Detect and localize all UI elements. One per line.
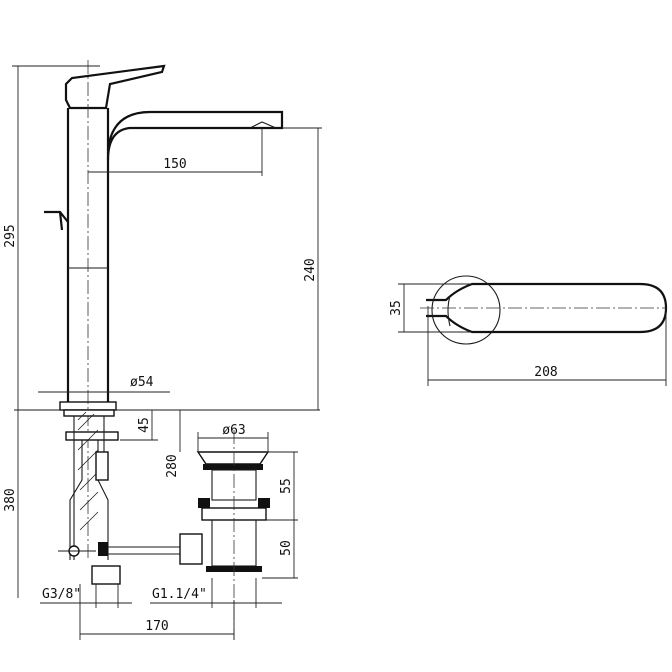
plan-body-circle: [431, 275, 501, 345]
fixing-washer-top: [63, 409, 115, 417]
plan-body-inner: [447, 295, 451, 327]
hose-connector: [95, 451, 109, 481]
label-supply-thread: G3/8": [42, 587, 81, 602]
supply-nut: [91, 565, 121, 585]
dimension-lines: [12, 65, 667, 640]
label-hose-length: 280: [165, 454, 180, 477]
label-waste-lower: 50: [279, 540, 294, 556]
lever-handle: [64, 64, 166, 110]
label-connection-spacing: 170: [145, 619, 168, 634]
waste-overflow-left: [198, 498, 210, 508]
waste-overflow-right: [258, 498, 270, 508]
plan-view: [420, 275, 668, 345]
label-total-height: 295: [3, 224, 18, 247]
pop-up-housing: [179, 533, 203, 565]
label-waste-upper: 55: [279, 478, 294, 494]
flex-hose-a: [69, 440, 83, 560]
label-plan-depth: 35: [389, 300, 404, 316]
label-deck-thickness: 45: [137, 417, 152, 433]
supply-fitting: [98, 542, 108, 556]
pop-up-knob: [44, 210, 69, 231]
label-spout-height: 240: [303, 258, 318, 281]
waste-seal: [203, 464, 263, 470]
spout-aerator: [249, 121, 277, 129]
faucet-elevation: [44, 60, 284, 560]
label-below-deck: 380: [3, 488, 18, 511]
waste-assembly: [179, 430, 270, 640]
waste-flange: [196, 451, 270, 465]
below-deck-assembly: [58, 409, 180, 585]
label-waste-thread: G1.1/4": [152, 587, 207, 602]
spout: [106, 110, 284, 161]
label-base-diameter: ø54: [130, 375, 154, 390]
label-plan-length: 208: [534, 365, 557, 380]
label-spout-reach: 150: [163, 157, 186, 172]
hose-hatching: [77, 411, 99, 531]
label-waste-diameter: ø63: [222, 423, 245, 438]
